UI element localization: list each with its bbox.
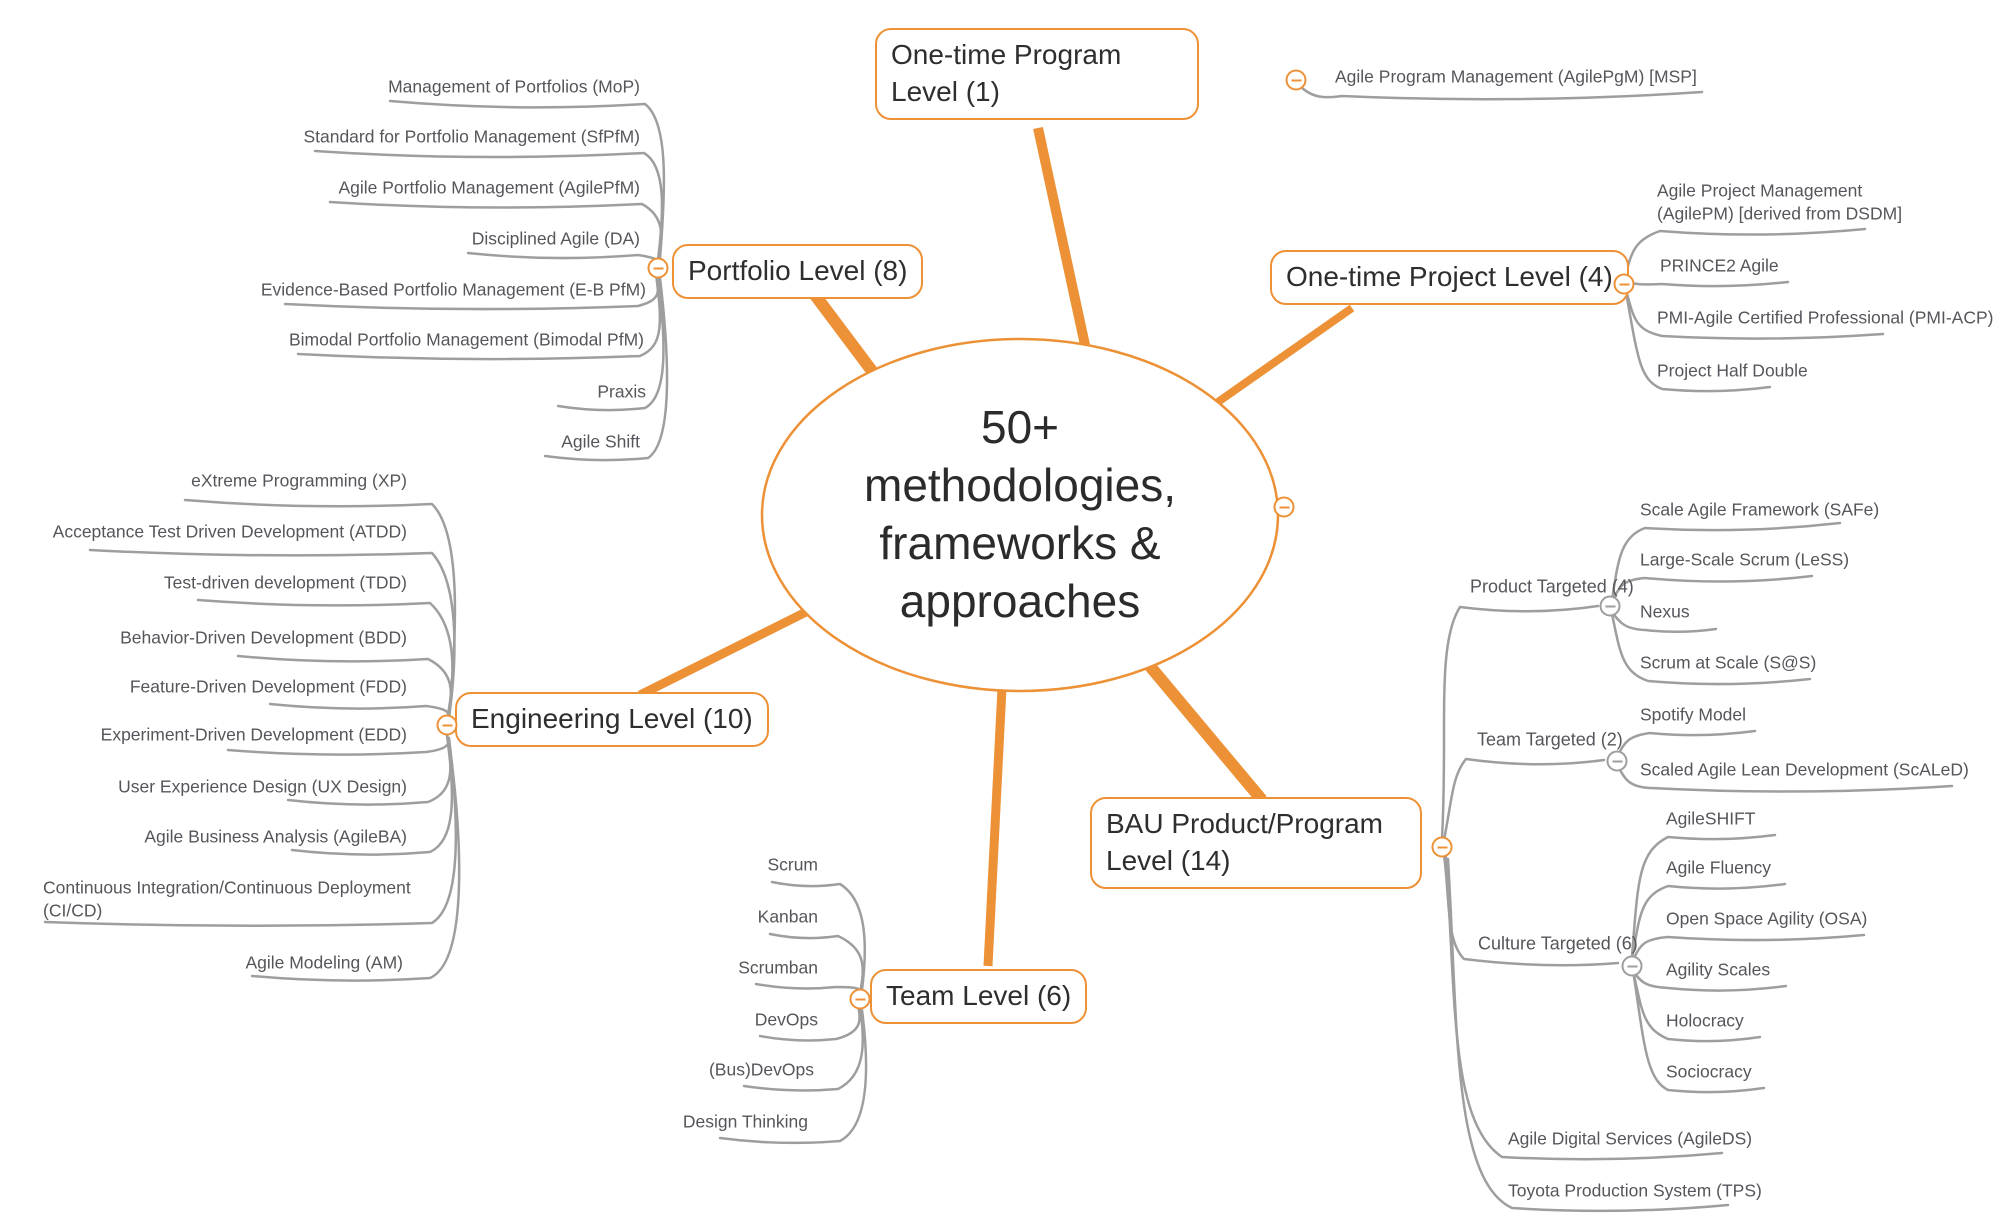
subbranch-node-team-targeted[interactable]: Team Targeted (2) — [1477, 729, 1623, 750]
subbranch-node-culture-targeted[interactable]: Culture Targeted (6) — [1478, 933, 1638, 954]
subbranch-node-product-targeted[interactable]: Product Targeted (4) — [1470, 576, 1634, 597]
leaf-node[interactable]: AgileSHIFT — [1666, 808, 1756, 829]
program-connectors — [1296, 82, 1704, 101]
leaf-node[interactable]: Agility Scales — [1666, 959, 1771, 980]
leaf-node[interactable]: Agile Project Management (AgilePM) [deri… — [1657, 180, 1903, 223]
leaf-node[interactable]: Spotify Model — [1640, 704, 1747, 725]
center-line: 50+ — [980, 401, 1060, 454]
minus-icon — [1279, 506, 1289, 508]
leaf-node[interactable]: PMI-Agile Certified Professional (PMI-AC… — [1657, 307, 1994, 328]
branch-node-team[interactable]: Team Level (6) — [870, 969, 1088, 1024]
leaf-node[interactable]: Agile Digital Services (AgileDS) — [1508, 1128, 1753, 1149]
minus-icon — [653, 267, 663, 269]
leaf-node[interactable]: Disciplined Agile (DA) — [471, 228, 640, 249]
minus-icon — [1612, 760, 1622, 762]
leaf-node[interactable]: Acceptance Test Driven Development (ATDD… — [52, 521, 407, 542]
team-targeted-connectors — [1616, 729, 1954, 793]
leaf-node[interactable]: Scrumban — [738, 957, 818, 978]
portfolio-connectors — [283, 99, 669, 462]
minus-icon — [1619, 283, 1629, 285]
leaf-node[interactable]: PRINCE2 Agile — [1660, 255, 1779, 276]
leaf-node[interactable]: eXtreme Programming (XP) — [191, 470, 407, 491]
leaf-node[interactable]: Scrum at Scale (S@S) — [1640, 652, 1817, 673]
center-line: approaches — [899, 574, 1141, 627]
leaf-node[interactable]: Scrum — [767, 854, 818, 875]
leaf-node[interactable]: Standard for Portfolio Management (SfPfM… — [303, 126, 640, 147]
leaf-node[interactable]: Large-Scale Scrum (LeSS) — [1640, 549, 1850, 570]
center-line: methodologies, — [864, 459, 1176, 512]
minus-icon — [1605, 605, 1615, 607]
collapse-icon-team[interactable] — [849, 988, 871, 1010]
leaf-node[interactable]: DevOps — [754, 1009, 818, 1030]
leaf-node[interactable]: Agile Portfolio Management (AgilePfM) — [338, 177, 640, 198]
leaf-node[interactable]: Agile Business Analysis (AgileBA) — [144, 826, 407, 847]
leaf-node[interactable]: Continuous Integration/Continuous Deploy… — [43, 877, 411, 920]
team-connectors — [718, 880, 868, 1145]
leaf-node[interactable]: Agile Fluency — [1666, 857, 1772, 878]
leaf-node[interactable]: Agile Shift — [561, 431, 640, 452]
minus-icon — [442, 724, 452, 726]
leaf-node[interactable]: (Bus)DevOps — [708, 1059, 814, 1080]
engineering-connectors — [43, 498, 461, 982]
center-node-label[interactable]: 50+ methodologies, frameworks & approach… — [770, 401, 1270, 628]
branch-node-bau[interactable]: BAU Product/Program Level (14) — [1090, 797, 1422, 889]
leaf-node[interactable]: Scaled Agile Lean Development (ScALeD) — [1640, 759, 1969, 780]
leaf-node[interactable]: Experiment-Driven Development (EDD) — [100, 724, 407, 745]
product-targeted-connectors — [1610, 521, 1842, 686]
leaf-node[interactable]: Feature-Driven Development (FDD) — [129, 676, 407, 697]
leaf-node[interactable]: Praxis — [597, 381, 646, 402]
leaf-node[interactable]: Behavior-Driven Development (BDD) — [120, 627, 407, 648]
leaf-node[interactable]: User Experience Design (UX Design) — [118, 776, 407, 797]
branch-node-portfolio[interactable]: Portfolio Level (8) — [672, 244, 924, 299]
collapse-icon-team-targeted[interactable] — [1606, 750, 1628, 772]
collapse-icon-project[interactable] — [1613, 273, 1635, 295]
branch-node-project[interactable]: One-time Project Level (4) — [1270, 250, 1629, 305]
trunk-lines — [637, 126, 1355, 967]
branch-node-engineering[interactable]: Engineering Level (10) — [455, 692, 769, 747]
leaf-node[interactable]: Management of Portfolios (MoP) — [388, 76, 640, 97]
bau-connectors — [1440, 604, 1730, 1213]
leaf-node[interactable]: Sociocracy — [1666, 1061, 1752, 1082]
leaf-node[interactable]: Test-driven development (TDD) — [163, 572, 407, 593]
minus-icon — [1291, 79, 1301, 81]
minus-icon — [1437, 846, 1447, 848]
leaf-node[interactable]: Toyota Production System (TPS) — [1508, 1180, 1762, 1201]
leaf-node[interactable]: Evidence-Based Portfolio Management (E-B… — [260, 279, 646, 300]
leaf-node[interactable]: Project Half Double — [1657, 360, 1808, 381]
center-line: frameworks & — [879, 517, 1161, 569]
project-connectors — [1623, 227, 1885, 393]
leaf-node[interactable]: Design Thinking — [682, 1111, 808, 1132]
collapse-icon-program[interactable] — [1285, 69, 1307, 91]
leaf-node[interactable]: Scale Agile Framework (SAFe) — [1640, 499, 1880, 520]
branch-node-program[interactable]: One-time Program Level (1) — [875, 28, 1199, 120]
leaf-node[interactable]: Open Space Agility (OSA) — [1666, 908, 1868, 929]
collapse-icon-culture-targeted[interactable] — [1621, 955, 1643, 977]
collapse-icon-engineering[interactable] — [436, 714, 458, 736]
leaf-node[interactable]: Holocracy — [1666, 1010, 1744, 1031]
culture-targeted-connectors — [1630, 833, 1866, 1094]
leaf-node[interactable]: Bimodal Portfolio Management (Bimodal Pf… — [288, 329, 644, 350]
collapse-icon-center[interactable] — [1273, 496, 1295, 518]
leaf-node[interactable]: Kanban — [757, 906, 818, 927]
minus-icon — [855, 998, 865, 1000]
leaf-node[interactable]: Nexus — [1640, 601, 1690, 622]
collapse-icon-bau[interactable] — [1431, 836, 1453, 858]
minus-icon — [1627, 965, 1637, 967]
leaf-node[interactable]: Agile Program Management (AgilePgM) [MSP… — [1335, 66, 1697, 87]
leaf-node[interactable]: Agile Modeling (AM) — [245, 952, 403, 973]
collapse-icon-product-targeted[interactable] — [1599, 595, 1621, 617]
collapse-icon-portfolio[interactable] — [647, 257, 669, 279]
